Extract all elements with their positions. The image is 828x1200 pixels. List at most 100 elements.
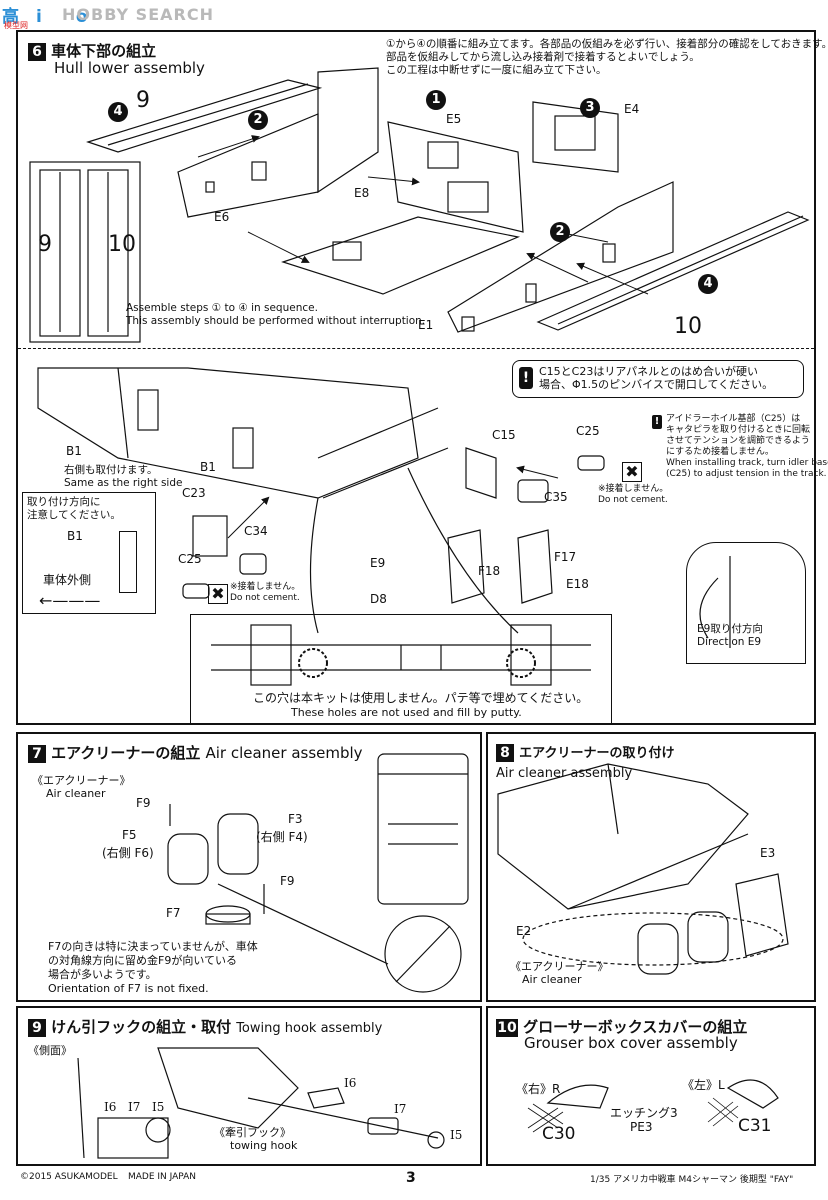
direction-note: 取り付け方向に 注意してください。 [27, 496, 121, 521]
idler-warning-icon: ! [652, 415, 662, 429]
step9-number: 9 [28, 1019, 46, 1037]
step-marker-1: 1 [426, 90, 446, 110]
part-label-b1c: B1 [67, 529, 83, 543]
step10-title-jp: グローサーボックスカバーの組立 [523, 1018, 748, 1036]
step10-title-en: Grouser box cover assembly [524, 1034, 738, 1052]
right-label: 《右》R [516, 1082, 561, 1096]
watermark: HOBBY SEARCH [62, 5, 214, 24]
part-label-i5: I5 [152, 1100, 165, 1114]
part-label-f4: (右側 F4) [256, 830, 308, 844]
part-label-e8: E8 [354, 186, 370, 200]
step9-title-en: Towing hook assembly [236, 1021, 383, 1036]
step7-note: F7の向きは特に決まっていませんが、車体 の対角線方向に留め金F9が向いている … [48, 940, 258, 995]
step-marker-2: 2 [248, 110, 268, 130]
e9-direction-note: E9取り付方向 Direction E9 [697, 623, 763, 648]
outside-label: 車体外側 [43, 573, 92, 587]
part-label-i6b: I6 [344, 1076, 357, 1090]
idler-note: アイドラーホイル基部（C25）は キャタピラを取り付けるときに回転 させてテンシ… [666, 414, 828, 479]
footer-copyright: ©2015 ASUKAMODEL [20, 1172, 118, 1182]
step10-panel: 10 グローサーボックスカバーの組立 Grouser box cover ass… [486, 1006, 816, 1166]
part-label-e18: E18 [566, 577, 589, 591]
step8-title-jp: エアクリーナーの取り付け [519, 746, 675, 761]
holes-detail-drawing [211, 624, 591, 686]
part-label-b1: B1 [66, 444, 82, 458]
part-label-10b: 10 [108, 232, 136, 257]
step8-number: 8 [496, 744, 514, 762]
direction-inset-box: 取り付け方向に 注意してください。 B1 車体外側 ←——— [22, 492, 156, 614]
part-label-d8: D8 [370, 592, 387, 606]
part-label-10: 10 [674, 314, 702, 339]
part-label-f5: F5 [122, 828, 137, 842]
part-label-f18: F18 [478, 564, 501, 578]
step7-title: 7 エアクリーナーの組立 Air cleaner assembly [28, 742, 363, 763]
step8-panel: 8 エアクリーナーの取り付け Air cleaner assembly E3 E… [486, 732, 816, 1002]
no-cement-icon-b: ✖ [208, 584, 228, 604]
footer-made-in: MADE IN JAPAN [128, 1172, 197, 1182]
air-cleaner-drawing [167, 753, 469, 993]
part-label-f9: F9 [136, 796, 151, 810]
part-label-e9: E9 [370, 556, 386, 570]
page-number: 3 [406, 1170, 416, 1186]
part-label-9: 9 [136, 88, 150, 113]
part-label-c15: C15 [492, 428, 516, 442]
step7-title-en: Air cleaner assembly [205, 744, 363, 762]
part-label-e3: E3 [760, 846, 776, 860]
part-label-e6: E6 [214, 210, 230, 224]
step6-title: 6 車体下部の組立 [28, 40, 156, 61]
part-label-f9b: F9 [280, 874, 295, 888]
step9-drawing [77, 1047, 445, 1159]
step8-title-en: Air cleaner assembly [496, 766, 633, 781]
part-label-e5: E5 [446, 112, 462, 126]
step6-number: 6 [28, 43, 46, 61]
part-label-e1: E1 [418, 318, 434, 332]
step9-panel: 9 けん引フックの組立・取付 Towing hook assembly 《側面》… [16, 1006, 482, 1166]
step6-title-en: Hull lower assembly [54, 59, 205, 77]
part-label-f3: F3 [288, 812, 303, 826]
etching-label: エッチング3 [610, 1106, 678, 1120]
step7-title-jp: エアクリーナーの組立 [51, 744, 201, 762]
step10-drawing [527, 1079, 779, 1133]
part-label-c31: C31 [738, 1116, 772, 1136]
step-marker-4b: 4 [698, 274, 718, 294]
part-label-i6: I6 [104, 1100, 117, 1114]
holes-note-en: These holes are not used and fill by put… [291, 706, 522, 719]
holes-note-jp: この穴は本キットは使用しません。パテ等で埋めてください。 [253, 691, 589, 705]
part-label-c25: C25 [576, 424, 600, 438]
site-logo: 高 i o 模型网 [2, 2, 88, 30]
towing-hook-label: 《牽引フック》 towing hook [214, 1126, 298, 1152]
side-view-label: 《側面》 [28, 1044, 72, 1057]
footer-product: 1/35 アメリカ中戦車 M4シャーマン 後期型 "FAY" [590, 1175, 794, 1185]
step6-divider [18, 348, 814, 349]
part-label-i7b: I7 [394, 1102, 407, 1116]
step6-note-jp: ①から④の順番に組み立てます。各部品の仮組みを必ず行い、接着部分の確認をしておき… [386, 38, 828, 76]
step8-air-cleaner: 《エアクリーナー》 Air cleaner [510, 960, 609, 986]
left-label: 《左》L [682, 1078, 725, 1092]
holes-detail-box: この穴は本キットは使用しません。パテ等で埋めてください。 These holes… [190, 614, 612, 724]
step6-panel: 6 車体下部の組立 Hull lower assembly ①から④の順番に組み… [16, 30, 828, 725]
part-label-f6: (右側 F6) [102, 846, 154, 860]
step-marker-2b: 2 [550, 222, 570, 242]
part-label-c34: C34 [244, 524, 268, 538]
part-label-c35: C35 [544, 490, 568, 504]
step9-title: 9 けん引フックの組立・取付 Towing hook assembly [28, 1016, 382, 1037]
part-label-f7: F7 [166, 906, 181, 920]
part-label-c30: C30 [542, 1124, 576, 1144]
part-label-i7: I7 [128, 1100, 141, 1114]
step10-title: 10 グローサーボックスカバーの組立 [496, 1016, 747, 1037]
part-label-i5b: I5 [450, 1128, 463, 1142]
warning-text: C15とC23はリアパネルとのはめ合いが硬い 場合、Φ1.5のピンバイスで開口し… [539, 365, 774, 391]
part-label-9b: 9 [38, 232, 52, 257]
step7-number: 7 [28, 745, 46, 763]
step8-title: 8 エアクリーナーの取り付け Air cleaner assembly [496, 742, 814, 781]
step8-drawing [497, 763, 789, 975]
b1-detail-shape [119, 531, 137, 593]
step-marker-3: 3 [580, 98, 600, 118]
warning-icon: ! [519, 367, 533, 389]
pe-label: PE3 [630, 1120, 653, 1134]
step6-title-jp: 車体下部の組立 [51, 42, 157, 60]
part-label-b1b: B1 [200, 460, 216, 474]
hull-rear-drawing [37, 367, 731, 648]
step7-panel: 7 エアクリーナーの組立 Air cleaner assembly 《エアクリー… [16, 732, 482, 1002]
outside-arrow: ←——— [39, 591, 101, 610]
step6-note-en: Assemble steps ① to ④ in sequence. This … [126, 302, 426, 327]
